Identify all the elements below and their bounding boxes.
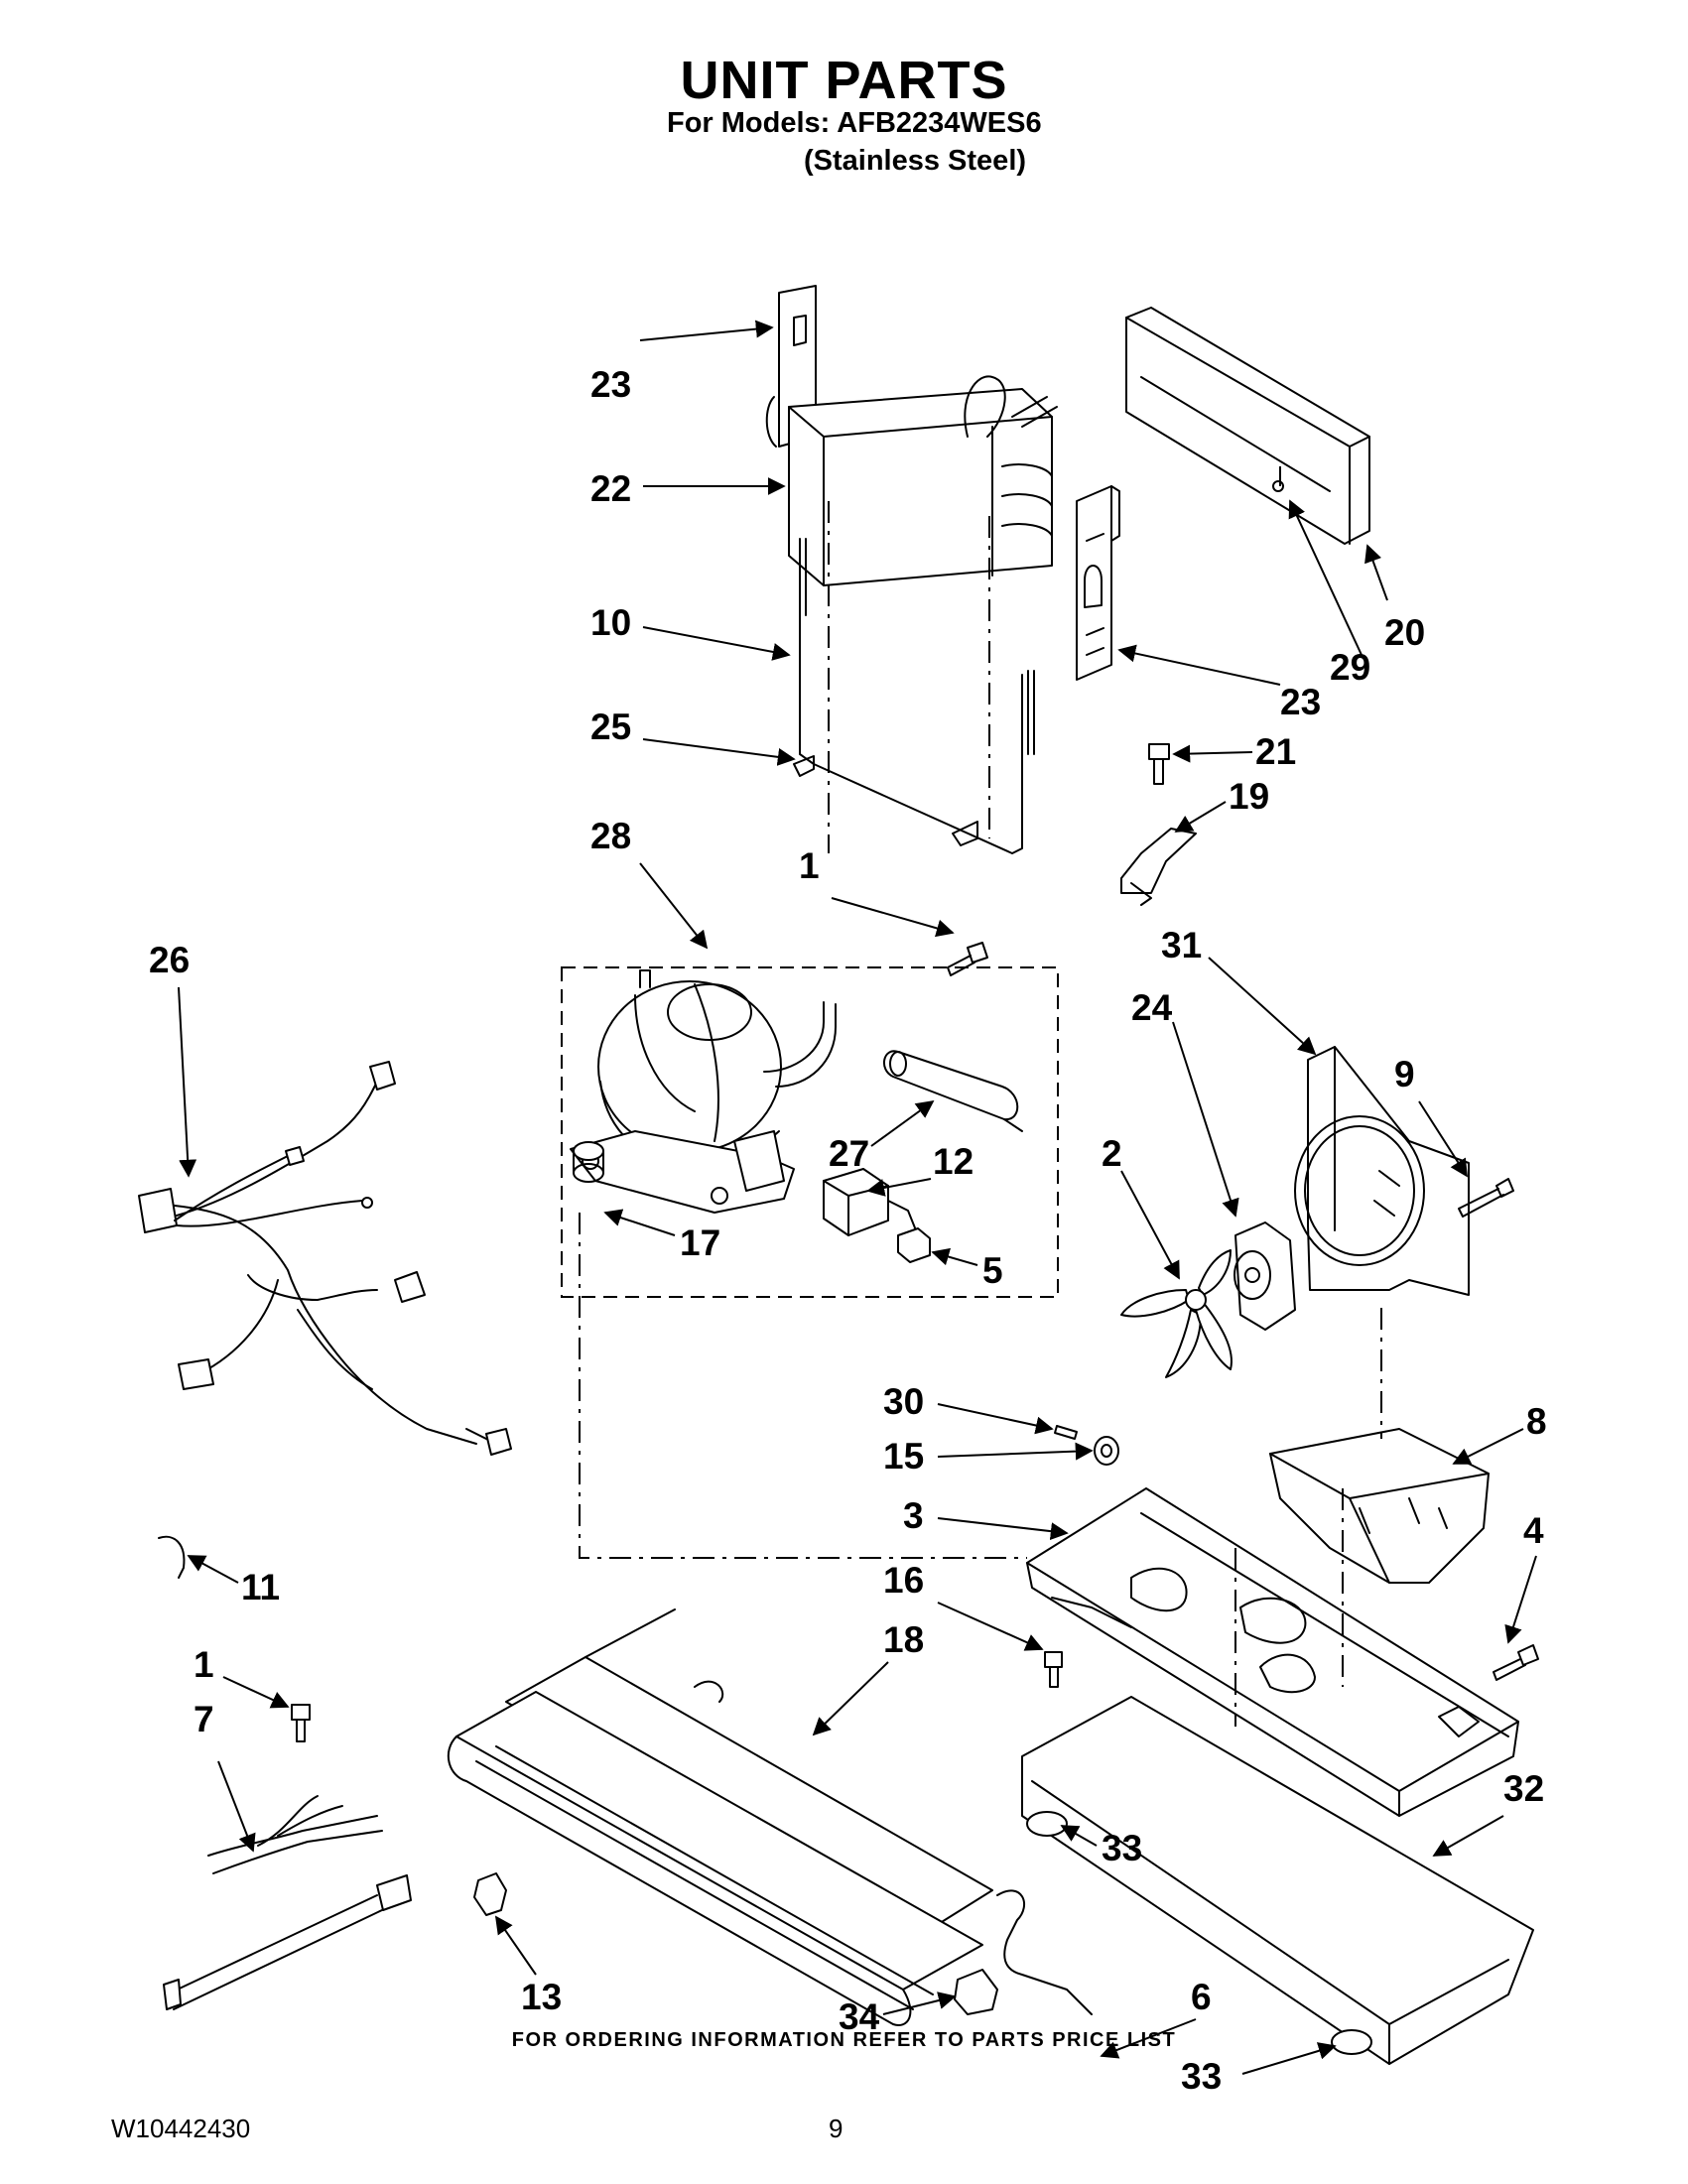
callout-label: 9 [1394,1054,1415,1094]
variant-line: (Stainless Steel) [804,145,1027,177]
page-number: 9 [829,2114,844,2143]
callout-label: 34 [839,1996,880,2037]
condenser-part [447,1608,993,2026]
callout-label: 30 [883,1381,924,1422]
fan-motor-part [1234,1221,1296,1331]
callout-label: 13 [521,1977,562,2017]
page-title: UNIT PARTS [680,51,1008,110]
callout-label: 11 [241,1567,280,1607]
compressor-part [570,969,837,1214]
callout-label: 18 [883,1619,924,1660]
callout-label: 29 [1330,647,1370,688]
callout-label: 2 [1102,1133,1122,1174]
screw-part [1044,1651,1063,1688]
fan-blade-part [1120,1249,1233,1378]
callout-label: 10 [590,602,631,643]
screw-part [291,1704,311,1742]
side-bracket-part [1076,485,1120,681]
grommet-part [573,1141,604,1183]
callout-label: 32 [1503,1768,1544,1809]
screw-part [1458,1178,1514,1218]
callout-label: 27 [829,1133,869,1174]
callout-label: 24 [1131,987,1173,1028]
evaporator-part [765,285,1058,586]
callout-label: 19 [1229,776,1269,817]
callout-label: 12 [933,1141,974,1182]
clip-part [158,1535,186,1579]
document-number: W10442430 [111,2114,251,2143]
screw-part [947,942,988,976]
callout-label: 1 [799,845,820,886]
callout-label: 15 [883,1436,924,1477]
callout-label: 22 [590,468,631,509]
cover-part [1125,307,1370,545]
wire-harness-part [138,1061,512,1456]
base-plate-part [1026,1487,1519,1817]
callout-label: 20 [1384,612,1425,653]
callout-label: 33 [1181,2056,1222,2097]
callout-label: 25 [590,707,631,747]
callout-label: 8 [1526,1401,1547,1442]
callout-label: 21 [1255,731,1296,772]
callout-label: 5 [982,1250,1003,1291]
callout-label: 1 [194,1644,214,1685]
callout-label: 28 [590,816,631,856]
drier-part [883,1050,1023,1132]
screw-part [1493,1644,1539,1681]
callout-label: 31 [1161,925,1202,965]
callout-label: 16 [883,1560,924,1601]
callout-label: 6 [1191,1977,1212,2017]
callout-label: 3 [903,1495,924,1536]
sensor-tube-part [793,538,1035,854]
drain-tray-part [1021,1696,1534,2065]
callout-label: 17 [680,1222,720,1263]
foot-part [1026,1811,1372,2055]
callout-label: 33 [1102,1828,1142,1868]
screw-bracket-part [1120,743,1197,906]
callout-label: 7 [194,1699,214,1739]
callout-label: 4 [1523,1510,1544,1551]
fan-bracket-part [1269,1428,1490,1584]
callout-label: 23 [590,364,631,405]
ordering-note: FOR ORDERING INFORMATION REFER TO PARTS … [511,2029,1177,2051]
callout-label: 26 [149,940,190,980]
models-line: For Models: AFB2234WES6 [667,107,1042,139]
grommet-part [1054,1425,1119,1466]
defrost-wire-part [954,1889,1093,2015]
compressor-kit-outline [561,966,1059,1298]
fan-shroud-part [1294,1046,1470,1296]
callout-label: 23 [1280,682,1321,722]
power-harness-part [163,1795,412,2010]
clip-part [473,1872,507,1916]
